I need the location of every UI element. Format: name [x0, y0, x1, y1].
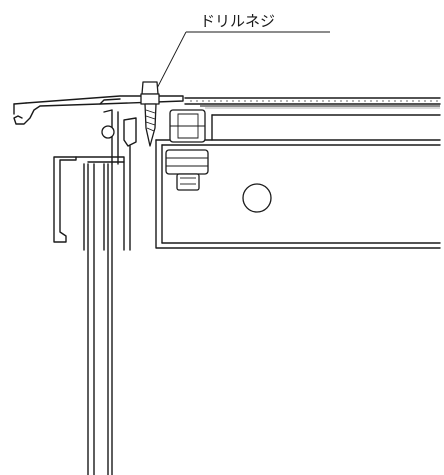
support-channel — [53, 109, 137, 243]
top-cover-plate — [13, 95, 184, 125]
bolt-and-nut — [165, 109, 209, 191]
callout-label: ドリルネジ — [200, 12, 275, 30]
grating-top-plate — [184, 97, 441, 109]
vertical-wall-plate — [83, 161, 113, 475]
drill-screw — [140, 81, 160, 147]
bolt-hole — [242, 183, 272, 213]
clip-post — [123, 145, 131, 251]
drill-screw-callout: ドリルネジ — [151, 12, 330, 99]
